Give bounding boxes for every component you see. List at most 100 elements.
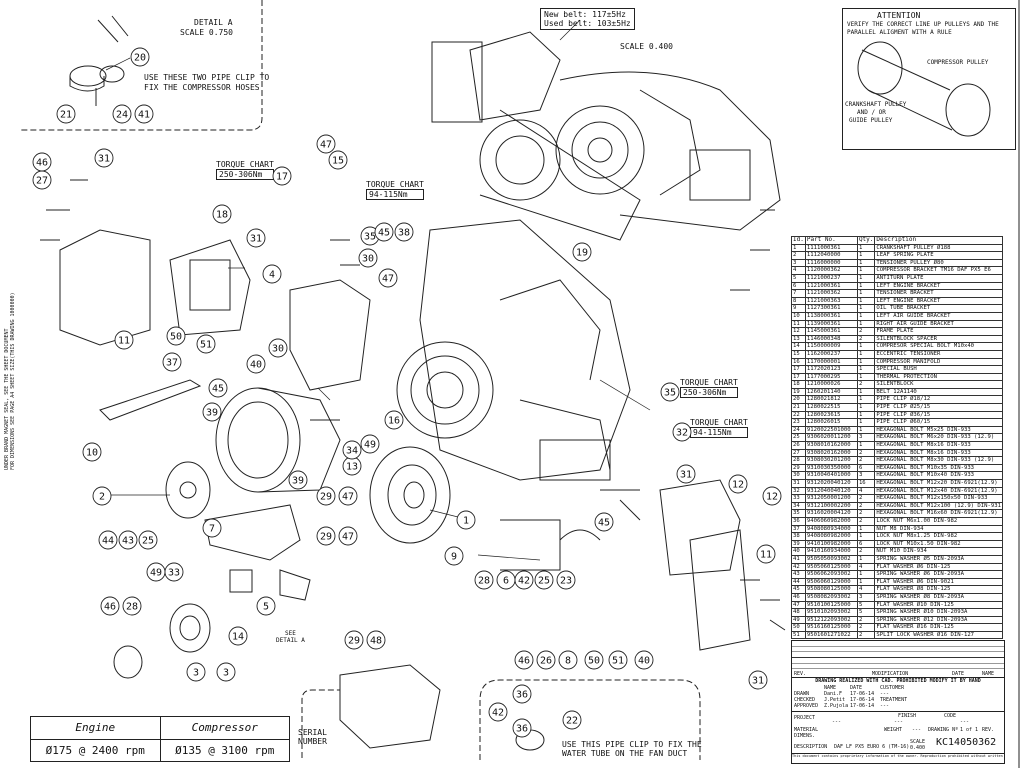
callout-balloon: 27 [32,170,52,190]
checked-date: 17-06-14 [850,697,875,703]
part-id: 22 [791,410,806,420]
callout-number: 46 [36,158,48,169]
part-qty: 1 [856,372,876,382]
part-description: COMPRESSOR MANIFOLD [874,357,1003,367]
part-qty: 4 [856,562,876,572]
part-qty: 1 [856,304,876,313]
part-qty: 3 [856,433,876,443]
part-number: 9308030201200 [804,456,858,465]
callout-number: 28 [126,602,138,613]
date-label: DATE [952,671,965,677]
col-qty: Qty. [856,236,876,245]
callout-number: 45 [378,228,390,239]
part-id: 41 [791,554,806,564]
and-or-label: AND / OR [857,109,886,116]
callout-balloon: 30 [268,338,288,358]
callout-balloon: 47 [378,268,398,288]
part-description: HEXAGONAL BOLT M8x16 DIN-933 [874,441,1003,450]
torque-chart-value: 250-306Nm [680,387,738,398]
part-qty: 2 [856,380,876,389]
part-id: 10 [791,311,806,321]
part-id: 29 [791,463,806,473]
side-note: UNDER BRAND MAGNET SEAL, SEE THE SHEET D… [4,292,16,470]
part-id: 31 [791,479,806,488]
callout-number: 20 [134,53,146,64]
callout-number: 48 [370,636,382,647]
callout-balloon: 46 [100,596,120,616]
part-number: 9505060125000 [804,562,858,572]
callout-balloon: 45 [594,512,614,532]
part-number: 1150000009 [804,342,858,351]
footer-note: This document contains proprietary infor… [792,753,1004,758]
part-id: 6 [791,281,806,291]
finish-label: FINISH [898,713,917,719]
part-description: LOCK NUT M10x1.50 DIN-982 [874,539,1003,549]
detail-a-pipe-clips [69,15,129,106]
callout-number: 39 [206,408,218,419]
belt-alignment-sketch [857,41,991,137]
callout-balloon: 31 [94,148,114,168]
callout-number: 44 [102,536,114,547]
part-qty: 1 [856,418,876,427]
part-id: 5 [791,273,806,283]
part-number: 9505050093002 [804,554,858,564]
callout-number: 3 [223,668,229,679]
part-qty: 1 [856,357,876,367]
part-id: 14 [791,342,806,351]
callout-balloon: 14 [228,626,248,646]
part-qty: 1 [856,251,876,260]
part-description: LOCK NUT M6x1.00 DIN-982 [874,516,1003,526]
callout-balloon: 31 [676,464,696,484]
callout-number: 29 [348,636,360,647]
sheet-label: 1 of 1 [960,727,979,733]
callout-number: 51 [612,656,624,667]
callout-number: 11 [118,336,130,347]
callout-balloon: 8 [558,650,578,670]
part-id: 4 [791,266,806,275]
pulley-speed-table: Engine Compressor Ø175 @ 2400 rpm Ø135 @… [30,716,290,762]
part-number: 1280023615 [804,410,858,420]
part-description: HEXAGONAL BOLT M6x20 DIN-933 (12.9) [874,433,1003,443]
callout-balloon: 36 [512,718,532,738]
part-id: 1 [791,243,806,253]
serial-bracket-drawing [339,664,441,749]
treatment-label: TREATMENT [880,697,908,703]
rev-box-label: REV. [982,727,995,733]
callout-number: 47 [342,532,354,543]
part-description: HEXAGONAL BOLT M16x60 DIN-6921(12.9) [874,509,1003,518]
part-description: ECCENTRIC TENSIONER [874,349,1003,359]
callout-balloon: 45 [374,222,394,242]
part-number: 9510100125000 [804,600,858,610]
torque-chart-title: TORQUE CHART [366,180,424,189]
compressor-drawing [165,387,341,519]
part-qty: 1 [856,441,876,450]
part-qty: 16 [856,479,876,488]
part-qty: 1 [856,425,876,435]
callout-number: 1 [463,516,469,527]
callout-balloon: 41 [134,104,154,124]
part-description: PIPE CLIP Ø36/15 [874,410,1003,420]
part-description: HEXAGONAL BOLT M5x25 DIN-933 [874,425,1003,435]
part-number: 9410100982000 [804,539,858,549]
part-number: 1121000237 [804,273,858,283]
checked-name: J.Petit [824,697,846,703]
approved-date: 17-06-14 [850,703,875,709]
part-number: 1111000361 [804,243,858,253]
part-id: 43 [791,570,806,579]
callout-number: 36 [516,690,528,701]
see-detail-a: SEE DETAIL A [276,630,305,644]
serial-frame [301,689,340,758]
part-description: HEXAGONAL BOLT M8x16 DIN-933 [874,448,1003,458]
callout-balloon: 31 [246,228,266,248]
part-id: 19 [791,387,806,397]
part-qty: 2 [856,623,876,632]
